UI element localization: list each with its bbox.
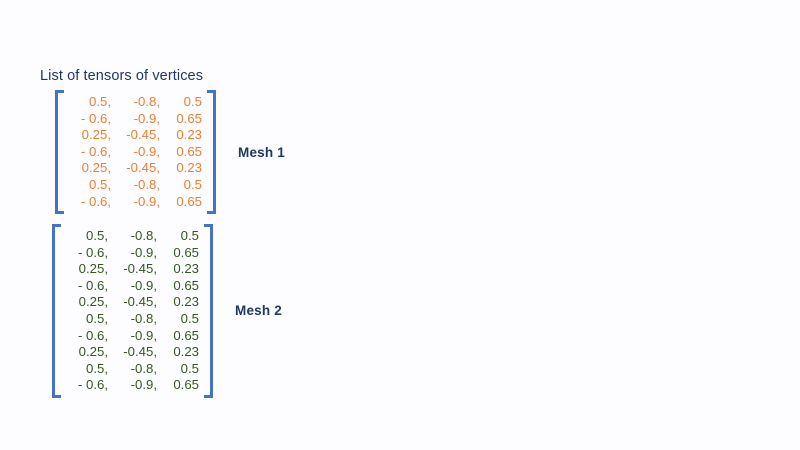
matrix-row: 0.5, -0.8, 0.5	[66, 361, 199, 378]
matrix-row: 0.25, -0.45, 0.23	[66, 261, 199, 278]
matrix-cell: 0.25,	[81, 127, 111, 143]
matrix-cell: 0.65	[173, 377, 199, 393]
matrix-cell: 0.25,	[81, 160, 111, 176]
matrix-cell: - 0.6,	[77, 244, 108, 260]
matrix-cell: - 0.6,	[77, 377, 108, 393]
matrix-cell: - 0.6,	[80, 193, 111, 209]
matrix-row: - 0.6, -0.9, 0.65	[69, 194, 202, 211]
matrix-cell: -0.9,	[133, 193, 160, 209]
matrix-cell: 0.5,	[89, 176, 111, 192]
matrix-cell: 0.25,	[78, 294, 108, 310]
matrix-cell: 0.23	[173, 294, 199, 310]
matrix-cell: 0.5,	[86, 360, 108, 376]
matrix-cell: 0.5	[183, 176, 202, 192]
matrix-row: 0.5, -0.8, 0.5	[69, 177, 202, 194]
matrix-cell: -0.45,	[126, 160, 160, 176]
matrix-row: 0.25, -0.45, 0.23	[66, 294, 199, 311]
mesh-label-1: Mesh 1	[238, 144, 285, 160]
matrix-cell: 0.65	[176, 110, 202, 126]
matrix-cell: -0.9,	[130, 277, 157, 293]
matrix-cell: 0.23	[176, 127, 202, 143]
matrix-cell: 0.65	[176, 193, 202, 209]
matrix-cell: 0.5	[183, 94, 202, 109]
matrix-row: - 0.6, -0.9, 0.65	[66, 278, 199, 295]
matrix-cell: 0.5,	[86, 310, 108, 326]
mesh-label-2: Mesh 2	[235, 303, 282, 319]
matrix-cell: - 0.6,	[80, 143, 111, 159]
matrix-row: 0.5, -0.8, 0.5	[66, 311, 199, 328]
matrix-cell: 0.65	[173, 277, 199, 293]
matrix-cell: 0.23	[173, 261, 199, 277]
matrix-cell: -0.9,	[130, 377, 157, 393]
matrix-cell: 0.5	[180, 228, 199, 243]
matrix-cell: -0.45,	[126, 127, 160, 143]
matrix-row: 0.25, -0.45, 0.23	[69, 127, 202, 144]
matrix-cell: -0.45,	[123, 344, 157, 360]
matrix-row: 0.25, -0.45, 0.23	[66, 344, 199, 361]
matrix-cell: -0.8,	[130, 228, 157, 243]
matrix-row: 0.25, -0.45, 0.23	[69, 160, 202, 177]
matrix-row: - 0.6, -0.9, 0.65	[66, 328, 199, 345]
matrix-cell: 0.5,	[89, 94, 111, 109]
matrix-cell: -0.8,	[133, 176, 160, 192]
matrix-cell: 0.25,	[78, 344, 108, 360]
matrix-cell: 0.5	[180, 360, 199, 376]
matrix-cell: 0.23	[173, 344, 199, 360]
matrix-cell: 0.25,	[78, 261, 108, 277]
matrix-cell: - 0.6,	[77, 277, 108, 293]
matrix-cell: -0.45,	[123, 294, 157, 310]
matrix-row: - 0.6, -0.9, 0.65	[69, 111, 202, 128]
matrix-cell: -0.45,	[123, 261, 157, 277]
matrix-cell: - 0.6,	[80, 110, 111, 126]
right-bracket-icon	[207, 90, 216, 215]
matrix-row: - 0.6, -0.9, 0.65	[66, 245, 199, 262]
matrix-row: - 0.6, -0.9, 0.65	[69, 144, 202, 161]
matrix-cell: -0.9,	[133, 110, 160, 126]
matrix-row: - 0.6, -0.9, 0.65	[66, 377, 199, 394]
matrix-cell: -0.9,	[133, 143, 160, 159]
right-bracket-icon	[204, 224, 213, 398]
matrix-cell: 0.65	[173, 244, 199, 260]
left-bracket-icon	[55, 90, 64, 215]
matrix-cell: 0.65	[173, 327, 199, 343]
matrix-cell: - 0.6,	[77, 327, 108, 343]
matrix-row: 0.5, -0.8, 0.5	[69, 94, 202, 111]
matrix-cell: -0.8,	[133, 94, 160, 109]
matrix-cell: 0.23	[176, 160, 202, 176]
matrix-cell: -0.9,	[130, 327, 157, 343]
matrix-cell: 0.65	[176, 143, 202, 159]
matrix-cell: -0.8,	[130, 310, 157, 326]
matrix-cell: 0.5	[180, 310, 199, 326]
matrix-cell: -0.8,	[130, 360, 157, 376]
left-bracket-icon	[52, 224, 61, 398]
page-title: List of tensors of vertices	[40, 68, 204, 84]
matrix-row: 0.5, -0.8, 0.5	[66, 228, 199, 245]
matrix-cell: -0.9,	[130, 244, 157, 260]
matrix-cell: 0.5,	[86, 228, 108, 243]
